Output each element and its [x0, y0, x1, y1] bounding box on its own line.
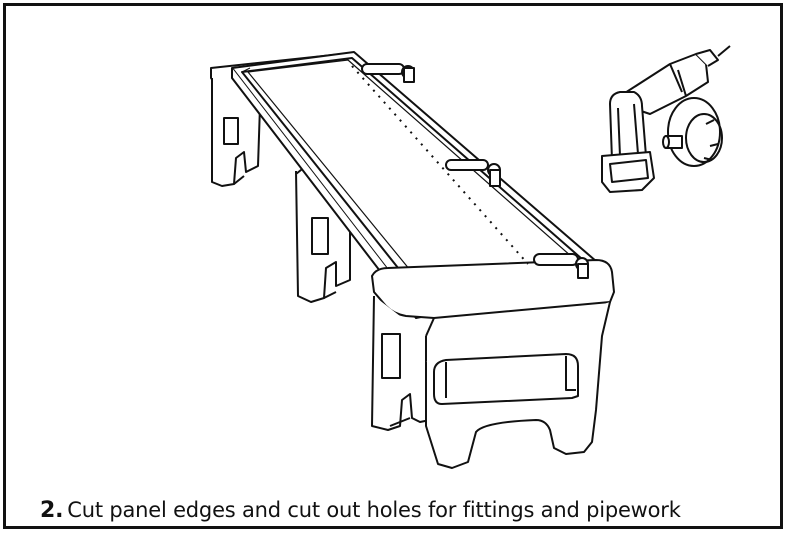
hole-saw-attachment [662, 97, 723, 167]
instruction-frame: 2.Cut panel edges and cut out holes for … [3, 3, 783, 529]
power-drill [601, 45, 731, 193]
clamp-middle [445, 159, 501, 187]
step-caption: 2.Cut panel edges and cut out holes for … [40, 498, 681, 530]
step-number: 2. [40, 498, 64, 523]
step-text: Cut panel edges and cut out holes for fi… [67, 498, 681, 522]
clamp-bottom [533, 253, 589, 279]
assembly-illustration [210, 45, 731, 469]
clamp-top [361, 63, 415, 83]
front-stool [371, 259, 615, 469]
